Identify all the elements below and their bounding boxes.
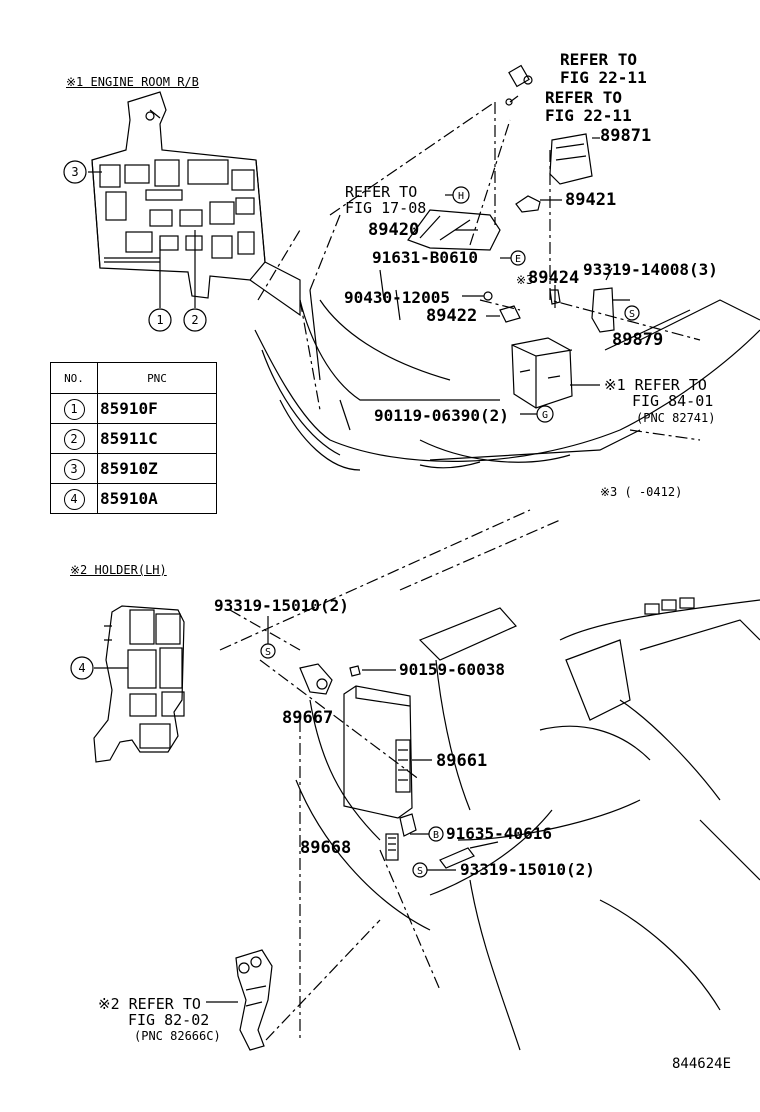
row-pnc: 85911C <box>97 423 217 454</box>
ref-a-line1: REFER TO <box>560 50 638 69</box>
pnc-table: NO. PNC 1 85910F 2 85911C 3 85910Z 4 859… <box>50 362 217 514</box>
part-89422: 89422 <box>426 306 478 326</box>
part-89424: 89424 <box>528 268 580 288</box>
callout-2-text: 2 <box>191 313 198 327</box>
part-89879: 89879 <box>612 330 664 350</box>
diagram-code: 844624E <box>672 1056 732 1072</box>
part-89668: 89668 <box>300 838 352 858</box>
row-number: 3 <box>63 458 85 480</box>
row-pnc: 85910Z <box>97 453 217 484</box>
note-star3-range: ※3 ( -0412) <box>600 485 683 499</box>
row-number: 2 <box>63 428 85 450</box>
part-89871: 89871 <box>600 126 652 146</box>
lower-components <box>206 616 499 1051</box>
ref-b-line1: REFER TO <box>545 88 623 107</box>
part-91631-b0610: 91631-B0610 <box>372 248 478 267</box>
ref-e-line1: ※2 REFER TO <box>98 995 201 1013</box>
marker-g: G <box>542 410 548 421</box>
vehicle-front-outline <box>254 289 760 471</box>
part-93319-15010-bottom: 93319-15010(2) <box>460 860 595 879</box>
part-90430-12005: 90430-12005 <box>344 288 450 307</box>
ref-c-line2: FIG 17-08 <box>345 199 427 217</box>
ref-e-line3: (PNC 82666C) <box>134 1029 221 1043</box>
header-pnc: PNC <box>97 362 217 394</box>
part-89661: 89661 <box>436 751 488 771</box>
marker-e: E <box>515 254 521 265</box>
part-89421: 89421 <box>565 190 617 210</box>
row-number: 4 <box>63 488 85 510</box>
table-row: 3 85910Z <box>50 453 217 484</box>
ref-a-line2: FIG 22-11 <box>560 68 647 87</box>
callout-3-text: 3 <box>71 165 78 179</box>
table-row: 2 85911C <box>50 423 217 454</box>
part-91635-40616: 91635-40616 <box>446 824 552 843</box>
part-93319-15010-top: 93319-15010(2) <box>214 596 349 615</box>
star3-marker: ※3 <box>516 273 534 287</box>
marker-s-top: S <box>265 647 271 658</box>
ref-c-line1: REFER TO <box>345 183 418 201</box>
pnc-table-header: NO. PNC <box>50 362 217 394</box>
table-row: 1 85910F <box>50 393 217 424</box>
header-no: NO. <box>50 362 98 394</box>
upper-components <box>379 64 640 423</box>
ref-b-line2: FIG 22-11 <box>545 106 632 125</box>
marker-s-bottom: S <box>417 866 423 877</box>
engine-room-title: ※1 ENGINE ROOM R/B <box>66 75 199 89</box>
ref-d-line1: ※1 REFER TO <box>604 376 707 394</box>
row-pnc: 85910F <box>97 393 217 424</box>
ref-d-line3: (PNC 82741) <box>636 411 716 425</box>
part-89420: 89420 <box>368 220 420 240</box>
part-90159-60038: 90159-60038 <box>399 660 505 679</box>
ref-e-line2: FIG 82-02 <box>128 1011 210 1029</box>
dashboard-dashed-lines <box>219 509 561 1041</box>
callout-4-text: 4 <box>78 661 85 675</box>
engine-room-relay-block-drawing <box>63 91 301 332</box>
part-89667: 89667 <box>282 708 334 728</box>
holder-title: ※2 HOLDER(LH) <box>70 563 167 577</box>
part-93319-14008: 93319-14008(3) <box>583 260 718 279</box>
marker-h: H <box>458 191 464 202</box>
callout-1-text: 1 <box>156 313 163 327</box>
row-number: 1 <box>63 398 85 420</box>
dashboard-outline <box>295 597 760 1051</box>
marker-b: B <box>433 830 439 841</box>
holder-lh-drawing <box>70 605 185 763</box>
part-90119-06390: 90119-06390(2) <box>374 406 509 425</box>
ref-d-line2: FIG 84-01 <box>632 392 714 410</box>
marker-s-upper: S <box>629 309 635 320</box>
row-pnc: 85910A <box>97 483 217 514</box>
table-row: 4 85910A <box>50 483 217 514</box>
